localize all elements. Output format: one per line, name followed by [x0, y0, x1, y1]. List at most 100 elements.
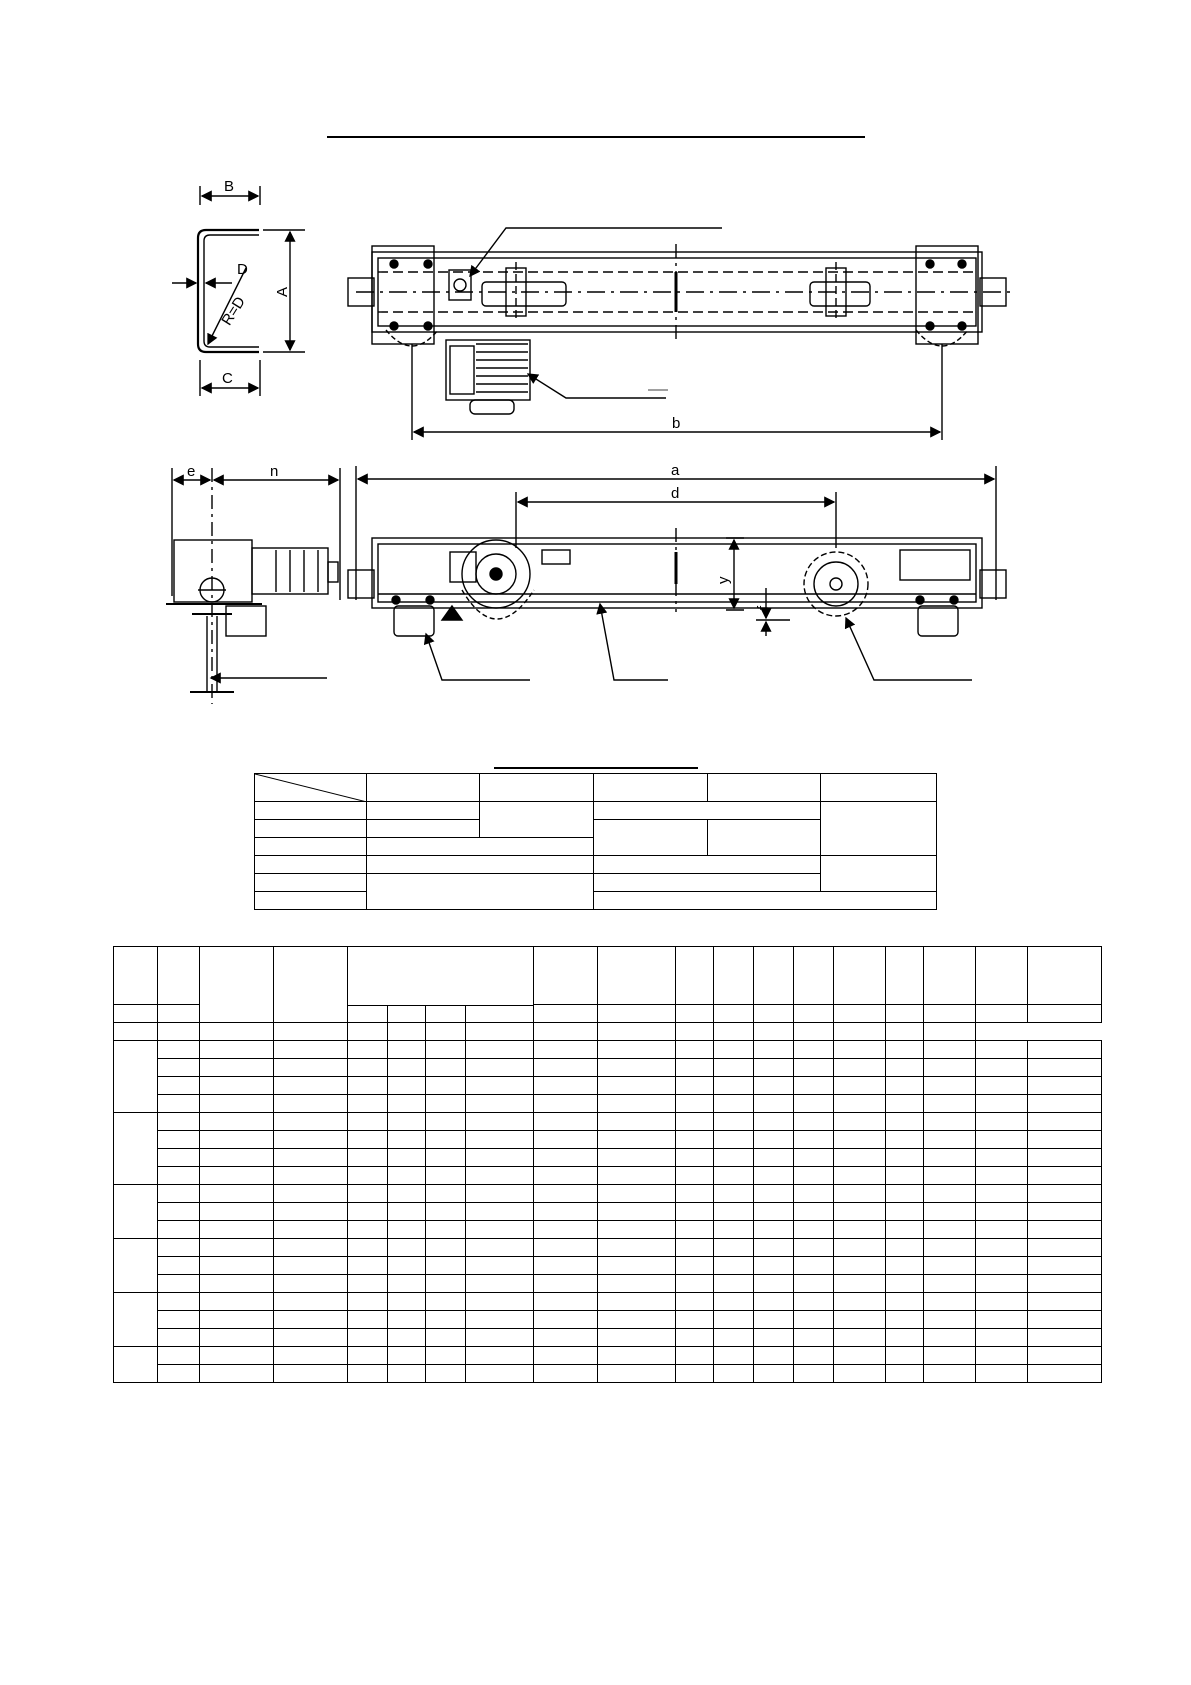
table-cell: [885, 1058, 924, 1077]
spec-header-diagonal: [254, 773, 367, 802]
table-cell: [923, 1184, 976, 1203]
spec-cell: [366, 773, 480, 802]
spec-row-label: [254, 801, 367, 820]
dim-label-e: e: [187, 463, 195, 480]
group-cell: [113, 1238, 158, 1293]
table-cell: [885, 1094, 924, 1113]
table-row: [113, 1238, 1102, 1293]
table-cell: [675, 1130, 714, 1149]
header-cell: [793, 1004, 834, 1023]
table-cell: [387, 1058, 426, 1077]
table-cell: [273, 1166, 348, 1185]
header-cell: [113, 946, 158, 1005]
table-cell: [1027, 1238, 1102, 1257]
spec-cell: [820, 801, 937, 856]
table-cell: [923, 1058, 976, 1077]
table-cell: [793, 1112, 834, 1131]
table-cell: [533, 1184, 598, 1203]
group-cell: [113, 1040, 158, 1113]
table-cell: [597, 1202, 676, 1221]
subtitle-underline: [494, 767, 698, 769]
table-cell: [923, 1148, 976, 1167]
table-cell: [975, 1310, 1028, 1329]
table-cell: [975, 1058, 1028, 1077]
table-cell: [753, 1346, 794, 1365]
table-cell: [923, 1364, 976, 1383]
table-cell: [793, 1238, 834, 1257]
table-cell: [975, 1328, 1028, 1347]
spec-cell: [593, 819, 708, 856]
table-cell: [199, 1292, 274, 1311]
table-cell: [533, 1274, 598, 1293]
table-cell: [1027, 1310, 1102, 1329]
table-cell: [425, 1328, 466, 1347]
table-cell: [713, 1130, 754, 1149]
table-cell: [753, 1220, 794, 1239]
table-cell: [347, 1202, 388, 1221]
table-cell: [923, 1130, 976, 1149]
table-cell: [713, 1202, 754, 1221]
table-cell: [465, 1130, 534, 1149]
table-row: [113, 1184, 1102, 1239]
table-cell: [713, 1346, 754, 1365]
table-cell: [157, 1310, 200, 1329]
table-cell: [1027, 1040, 1102, 1059]
table-cell: [273, 1112, 348, 1131]
table-cell: [157, 1166, 200, 1185]
table-cell: [885, 1274, 924, 1293]
table-cell: [923, 1328, 976, 1347]
header-cell: [885, 946, 924, 1005]
table-cell: [199, 1364, 274, 1383]
table-cell: [425, 1256, 466, 1275]
side-end-view: [166, 468, 341, 704]
table-cell: [1027, 1184, 1102, 1203]
header-cell: [157, 1004, 200, 1023]
table-cell: [199, 1058, 274, 1077]
table-cell: [675, 1292, 714, 1311]
table-cell: [975, 1346, 1028, 1365]
header-cell: [157, 946, 200, 1005]
table-cell: [347, 1184, 388, 1203]
table-cell: [387, 1364, 426, 1383]
table-cell: [675, 1058, 714, 1077]
table-cell: [157, 1292, 200, 1311]
table-cell: [157, 1364, 200, 1383]
table-cell: [597, 1166, 676, 1185]
table-cell: [157, 1094, 200, 1113]
table-cell: [533, 1328, 598, 1347]
dim-label-a: a: [671, 462, 680, 479]
table-cell: [465, 1094, 534, 1113]
table-row: [113, 1292, 1102, 1347]
table-cell: [347, 1238, 388, 1257]
table-cell: [793, 1130, 834, 1149]
header-cell: [199, 1022, 274, 1041]
table-cell: [273, 1328, 348, 1347]
table-cell: [273, 1076, 348, 1095]
table-cell: [713, 1148, 754, 1167]
header-cell: [793, 946, 834, 1005]
header-cell: [533, 1022, 598, 1041]
table-cell: [387, 1346, 426, 1365]
table-cell: [1027, 1076, 1102, 1095]
table-cell: [1027, 1202, 1102, 1221]
table-cell: [157, 1148, 200, 1167]
table-cell: [833, 1220, 886, 1239]
table-cell: [597, 1076, 676, 1095]
spec-cell: [593, 855, 821, 874]
header-cell: [923, 1022, 976, 1041]
table-cell: [1027, 1094, 1102, 1113]
table-cell: [387, 1310, 426, 1329]
table-cell: [387, 1094, 426, 1113]
header-cell: [923, 1004, 976, 1023]
table-cell: [833, 1076, 886, 1095]
table-cell: [675, 1184, 714, 1203]
spec-cell: [366, 819, 480, 838]
table-cell: [833, 1184, 886, 1203]
table-cell: [885, 1130, 924, 1149]
table-cell: [465, 1274, 534, 1293]
table-cell: [387, 1292, 426, 1311]
table-cell: [347, 1058, 388, 1077]
table-cell: [425, 1058, 466, 1077]
table-cell: [1027, 1328, 1102, 1347]
table-cell: [347, 1148, 388, 1167]
